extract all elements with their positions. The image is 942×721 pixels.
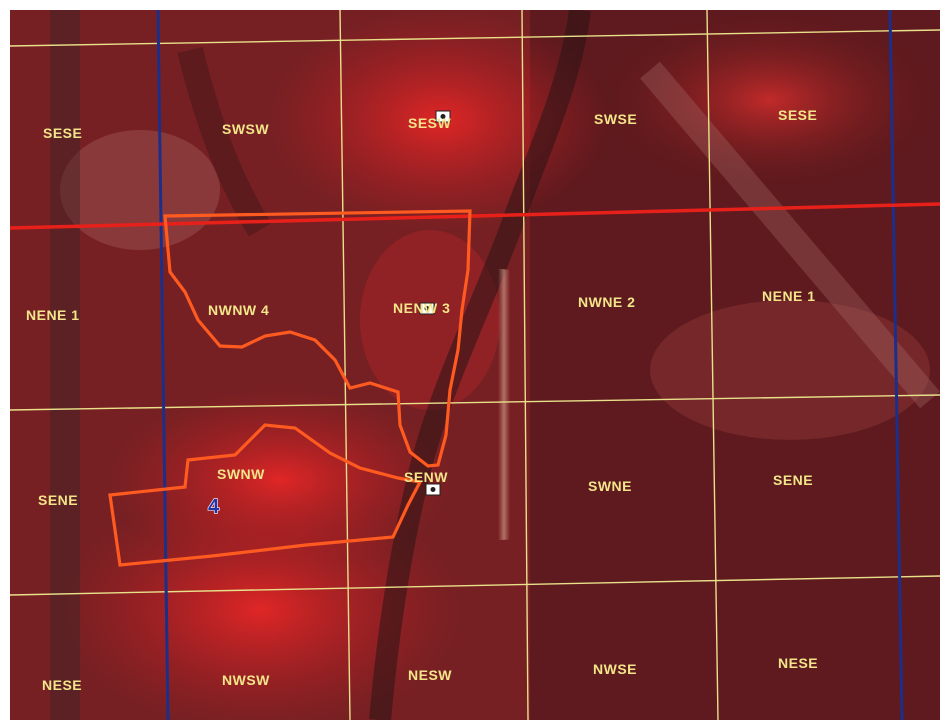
quarter-label-swse-top: SWSE (594, 111, 637, 127)
quarter-label-nese: NESE (42, 677, 82, 693)
well-pad-icon[interactable] (419, 302, 435, 315)
quarter-labels: SESE SWSW SESW SWSE SESE NENE 1 NWNW 4 N… (26, 107, 818, 693)
well-pad-icon[interactable] (435, 110, 451, 123)
aerial-map: SESE SWSW SESW SWSE SESE NENE 1 NWNW 4 N… (10, 10, 940, 720)
quarter-label-sese-top-right: SESE (778, 107, 817, 123)
quarter-label-nese-right: NESE (778, 655, 818, 671)
quarter-label-nenw: NENW 3 (393, 300, 450, 316)
quarter-label-nene-left: NENE 1 (26, 307, 80, 323)
quarter-label-sene-left: SENE (38, 492, 78, 508)
lease-boundary[interactable] (108, 209, 472, 567)
quarter-label-swsw-top: SWSW (222, 121, 269, 137)
quarter-label-nesw: NESW (408, 667, 452, 683)
well-pad-icon[interactable] (425, 483, 441, 496)
quarter-label-swnw: SWNW (217, 466, 265, 482)
quarter-label-nene-right: NENE 1 (762, 288, 816, 304)
quarter-label-nwne: NWNE 2 (578, 294, 635, 310)
section-lines (156, 10, 904, 720)
quarter-label-sese-top-left: SESE (43, 125, 82, 141)
quarter-label-nwse: NWSE (593, 661, 637, 677)
quarter-label-sesw-top: SESW (408, 115, 452, 131)
unit-number-label: 4 (208, 496, 220, 518)
quarter-label-nwsw: NWSW (222, 672, 270, 688)
quarter-label-senw: SENW (404, 469, 448, 485)
quarter-label-sene-right: SENE (773, 472, 813, 488)
quarter-label-nwnw: NWNW 4 (208, 302, 269, 318)
map-view[interactable]: SESE SWSW SESW SWSE SESE NENE 1 NWNW 4 N… (10, 10, 940, 720)
quarter-label-swne: SWNE (588, 478, 632, 494)
